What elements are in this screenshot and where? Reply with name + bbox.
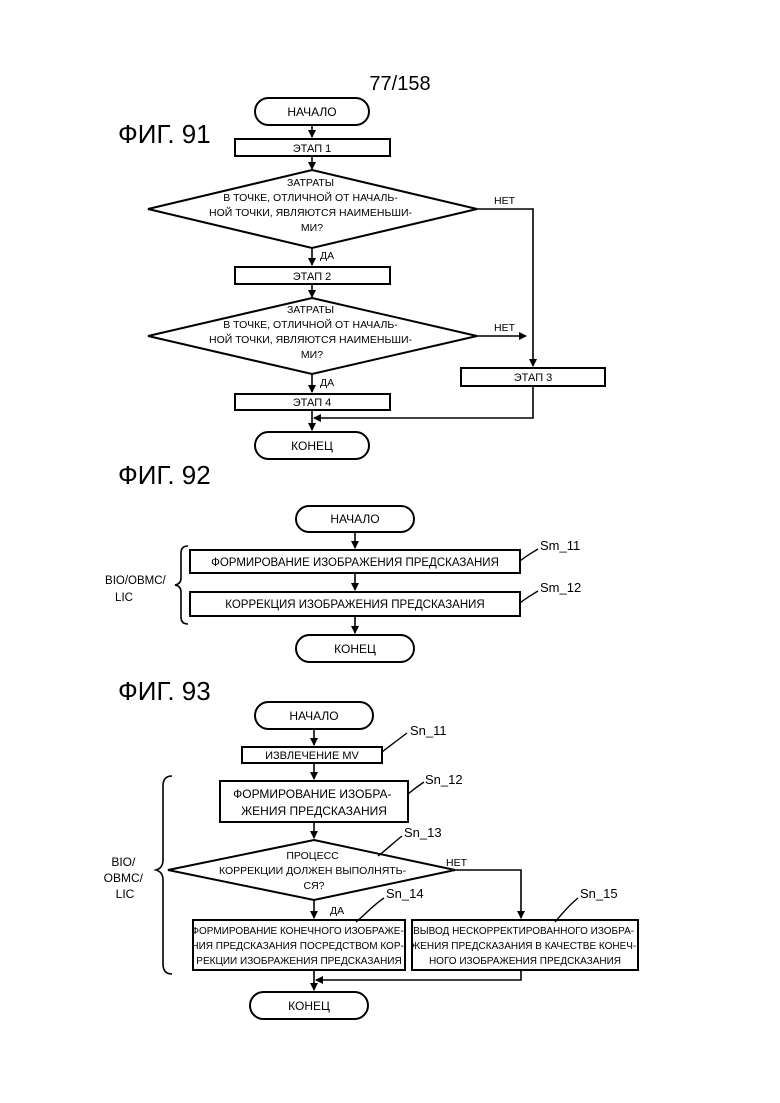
fig93-left-line: ФОРМИРОВАНИЕ КОНЕЧНОГО ИЗОБРАЖЕ- xyxy=(191,926,403,937)
fig93-ref-extract-leader xyxy=(382,733,407,752)
fig91-decision2-line: МИ? xyxy=(301,349,323,361)
fig93-left-line: РЕКЦИИ ИЗОБРАЖЕНИЯ ПРЕДСКАЗАНИЯ xyxy=(196,956,401,967)
fig93-ref-right-leader xyxy=(555,898,578,922)
fig91-decision1-line: ЗАТРАТЫ xyxy=(287,177,334,189)
fig93-start-label: НАЧАЛО xyxy=(289,709,338,723)
fig93-end-label: КОНЕЦ xyxy=(288,999,330,1013)
fig91-step4-label: ЭТАП 4 xyxy=(293,397,332,409)
fig91-title: ФИГ. 91 xyxy=(118,119,211,149)
page-number: 77/158 xyxy=(369,73,430,95)
fig93-decision-line: ПРОЦЕСС xyxy=(286,850,339,862)
fig93-group-line: BIO/ xyxy=(111,855,136,869)
fig91-decision1-line: В ТОЧКЕ, ОТЛИЧНОЙ ОТ НАЧАЛЬ- xyxy=(223,191,398,204)
fig93-group-label: BIO/ OBMC/ LIC xyxy=(104,855,147,901)
fig92-ref1-leader xyxy=(520,549,538,561)
fig93-decision-line: КОРРЕКЦИИ ДОЛЖЕН ВЫПОЛНЯТЬ- xyxy=(219,865,407,877)
fig93-extract-label: ИЗВЛЕЧЕНИЕ MV xyxy=(265,750,359,762)
fig91-yes1-label: ДА xyxy=(320,250,334,262)
fig91-step3-label: ЭТАП 3 xyxy=(514,372,553,384)
fig91-decision1-line: МИ? xyxy=(301,222,323,234)
fig93-group-brace xyxy=(156,776,172,974)
fig93-right-line: НОГО ИЗОБРАЖЕНИЯ ПРЕДСКАЗАНИЯ xyxy=(429,956,621,967)
fig92-ref2: Sm_12 xyxy=(540,580,581,595)
fig91-step2-label: ЭТАП 2 xyxy=(293,271,332,283)
fig93-right-line: ВЫВОД НЕСКОРРЕКТИРОВАННОГО ИЗОБРА- xyxy=(413,926,634,937)
fig91-start-label: НАЧАЛО xyxy=(287,105,336,119)
fig93-ref-right: Sn_15 xyxy=(580,886,618,901)
fig93-arrow-right-merge xyxy=(316,970,521,980)
fig92-box1-label: ФОРМИРОВАНИЕ ИЗОБРАЖЕНИЯ ПРЕДСКАЗАНИЯ xyxy=(211,557,499,569)
fig93-ref-form: Sn_12 xyxy=(425,772,463,787)
fig92-title: ФИГ. 92 xyxy=(118,460,211,490)
fig92-group-brace xyxy=(175,546,188,624)
fig93-form-line: ЖЕНИЯ ПРЕДСКАЗАНИЯ xyxy=(241,804,387,818)
fig91-no1-label: НЕТ xyxy=(494,195,516,207)
fig93-right-text: ВЫВОД НЕСКОРРЕКТИРОВАННОГО ИЗОБРА- ЖЕНИЯ… xyxy=(411,926,639,967)
fig92-group-line: BIO/OBMC/ xyxy=(105,575,167,587)
fig91-end-label: КОНЕЦ xyxy=(291,439,333,453)
fig92-group-line: LIC xyxy=(115,592,133,604)
fig91-no2-label: НЕТ xyxy=(494,322,516,334)
fig92-group-label: BIO/OBMC/ LIC xyxy=(105,575,169,604)
fig93-left-line: НИЯ ПРЕДСКАЗАНИЯ ПОСРЕДСТВОМ КОР- xyxy=(191,941,403,952)
fig92-ref1: Sm_11 xyxy=(540,538,580,553)
fig93-group-line: LIC xyxy=(116,887,135,901)
fig93-ref-form-leader xyxy=(408,782,424,794)
fig93-left-text: ФОРМИРОВАНИЕ КОНЕЧНОГО ИЗОБРАЖЕ- НИЯ ПРЕ… xyxy=(191,926,406,967)
fig92-box2-label: КОРРЕКЦИЯ ИЗОБРАЖЕНИЯ ПРЕДСКАЗАНИЯ xyxy=(225,599,484,611)
fig91-decision2-line: В ТОЧКЕ, ОТЛИЧНОЙ ОТ НАЧАЛЬ- xyxy=(223,318,398,331)
fig93-ref-left: Sn_14 xyxy=(386,886,424,901)
fig93-ref-decision-leader xyxy=(378,836,402,856)
fig93-decision-line: СЯ? xyxy=(303,880,324,892)
fig93-ref-left-leader xyxy=(356,898,384,922)
fig91-yes2-label: ДА xyxy=(320,377,334,389)
fig93-ref-decision: Sn_13 xyxy=(404,825,442,840)
fig92-end-label: КОНЕЦ xyxy=(334,642,376,656)
fig92-start-label: НАЧАЛО xyxy=(330,512,379,526)
fig93-arrow-no-right xyxy=(455,870,521,918)
fig91-step1-label: ЭТАП 1 xyxy=(293,143,332,155)
fig91-decision2-line: НОЙ ТОЧКИ, ЯВЛЯЮТСЯ НАИМЕНЬШИ- xyxy=(209,333,413,346)
fig93-group-line: OBMC/ xyxy=(104,871,144,885)
fig93-title: ФИГ. 93 xyxy=(118,676,211,706)
fig93-yes-label: ДА xyxy=(330,905,344,917)
fig91-arrow-no1-step3 xyxy=(477,209,533,366)
fig93-form-line: ФОРМИРОВАНИЕ ИЗОБРА- xyxy=(233,787,391,801)
fig91-decision2-line: ЗАТРАТЫ xyxy=(287,304,334,316)
fig92-ref2-leader xyxy=(520,591,538,603)
fig93-no-label: НЕТ xyxy=(446,857,468,869)
fig93-ref-extract: Sn_11 xyxy=(410,723,447,738)
fig91-decision1-line: НОЙ ТОЧКИ, ЯВЛЯЮТСЯ НАИМЕНЬШИ- xyxy=(209,206,413,219)
fig93-right-line: ЖЕНИЯ ПРЕДСКАЗАНИЯ В КАЧЕСТВЕ КОНЕЧ- xyxy=(411,941,636,952)
